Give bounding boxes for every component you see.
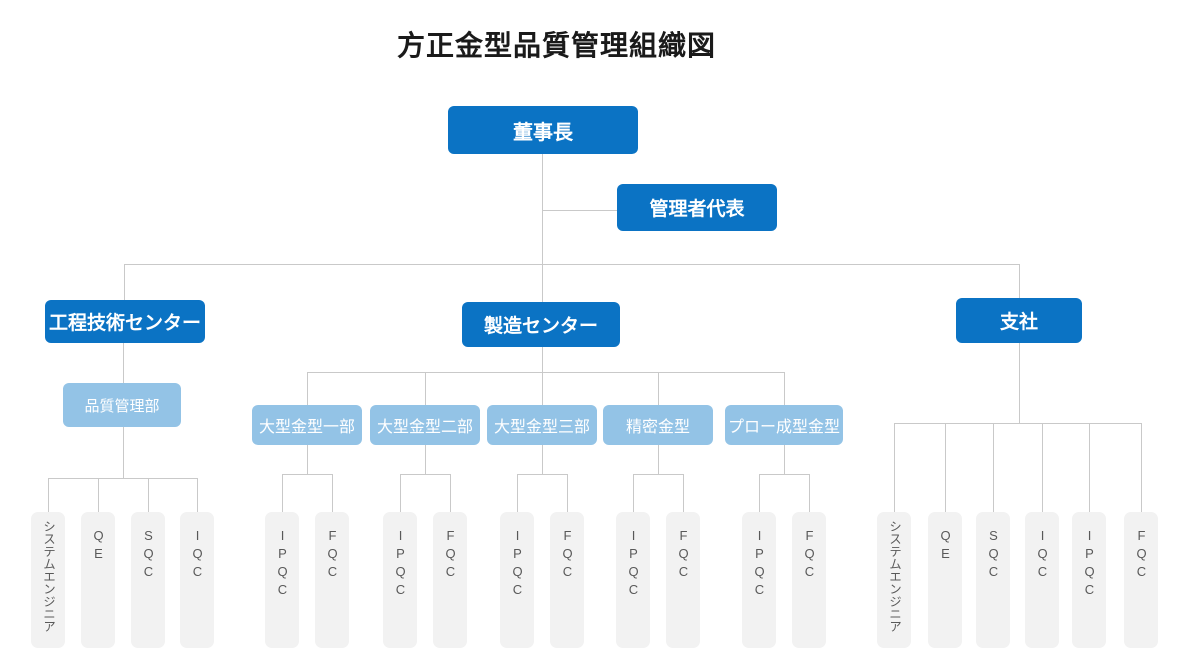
- connector-line: [1141, 423, 1142, 512]
- connector-line: [658, 445, 659, 474]
- dept4-team-fqc: FQC: [666, 512, 700, 648]
- dept2-team-ipqc: IPQC: [383, 512, 417, 648]
- connector-line: [124, 264, 1019, 265]
- connector-line: [784, 372, 785, 405]
- connector-line: [307, 372, 784, 373]
- connector-line: [400, 474, 450, 475]
- node-branch-office: 支社: [956, 298, 1082, 343]
- dept5-team-ipqc: IPQC: [742, 512, 776, 648]
- dept1-team-fqc: FQC: [315, 512, 349, 648]
- connector-line: [425, 445, 426, 474]
- eng-team-iqc: IQC: [180, 512, 214, 648]
- connector-line: [542, 347, 543, 372]
- connector-line: [98, 478, 99, 512]
- connector-line: [759, 474, 760, 512]
- branch-team-fqc: FQC: [1124, 512, 1158, 648]
- connector-line: [1042, 423, 1043, 512]
- node-engineering-center: 工程技術センター: [45, 300, 205, 343]
- dept2-team-fqc: FQC: [433, 512, 467, 648]
- branch-team-system-engineer: システムエンジニア: [877, 512, 911, 648]
- connector-line: [567, 474, 568, 512]
- branch-team-sqc: SQC: [976, 512, 1010, 648]
- connector-line: [1089, 423, 1090, 512]
- eng-team-sqc: SQC: [131, 512, 165, 648]
- connector-line: [542, 264, 543, 302]
- node-management-rep: 管理者代表: [617, 184, 777, 231]
- connector-line: [658, 372, 659, 405]
- connector-line: [542, 210, 617, 211]
- connector-line: [633, 474, 683, 475]
- node-dept-blow-mold: プロー成型金型: [725, 405, 843, 445]
- connector-line: [282, 474, 283, 512]
- branch-team-ipqc: IPQC: [1072, 512, 1106, 648]
- node-chairman: 董事長: [448, 106, 638, 154]
- node-dept-large-mold-1: 大型金型一部: [252, 405, 362, 445]
- connector-line: [1019, 264, 1020, 298]
- dept1-team-ipqc: IPQC: [265, 512, 299, 648]
- connector-line: [425, 372, 426, 405]
- connector-line: [542, 445, 543, 474]
- connector-line: [894, 423, 1141, 424]
- branch-team-qe: QE: [928, 512, 962, 648]
- connector-line: [307, 372, 308, 405]
- connector-line: [124, 264, 125, 300]
- connector-line: [759, 474, 809, 475]
- connector-line: [48, 478, 49, 512]
- connector-line: [282, 474, 332, 475]
- connector-line: [123, 343, 124, 383]
- node-manufacturing-center: 製造センター: [462, 302, 620, 347]
- eng-team-qe: QE: [81, 512, 115, 648]
- connector-line: [894, 423, 895, 512]
- connector-line: [993, 423, 994, 512]
- eng-team-system-engineer: システムエンジニア: [31, 512, 65, 648]
- connector-line: [123, 427, 124, 478]
- connector-line: [633, 474, 634, 512]
- dept4-team-ipqc: IPQC: [616, 512, 650, 648]
- dept3-team-fqc: FQC: [550, 512, 584, 648]
- connector-line: [450, 474, 451, 512]
- connector-line: [784, 445, 785, 474]
- connector-line: [332, 474, 333, 512]
- node-dept-large-mold-2: 大型金型二部: [370, 405, 480, 445]
- node-dept-large-mold-3: 大型金型三部: [487, 405, 597, 445]
- connector-line: [542, 372, 543, 405]
- connector-line: [400, 474, 401, 512]
- connector-line: [683, 474, 684, 512]
- org-chart-title: 方正金型品質管理組織図: [397, 30, 717, 61]
- connector-line: [542, 154, 543, 264]
- connector-line: [1019, 343, 1020, 423]
- connector-line: [945, 423, 946, 512]
- connector-line: [148, 478, 149, 512]
- connector-line: [809, 474, 810, 512]
- branch-team-iqc: IQC: [1025, 512, 1059, 648]
- node-quality-dept: 品質管理部: [63, 383, 181, 427]
- connector-line: [48, 478, 197, 479]
- connector-line: [307, 445, 308, 474]
- connector-line: [197, 478, 198, 512]
- dept3-team-ipqc: IPQC: [500, 512, 534, 648]
- dept5-team-fqc: FQC: [792, 512, 826, 648]
- connector-line: [517, 474, 567, 475]
- connector-line: [517, 474, 518, 512]
- node-dept-precision-mold: 精密金型: [603, 405, 713, 445]
